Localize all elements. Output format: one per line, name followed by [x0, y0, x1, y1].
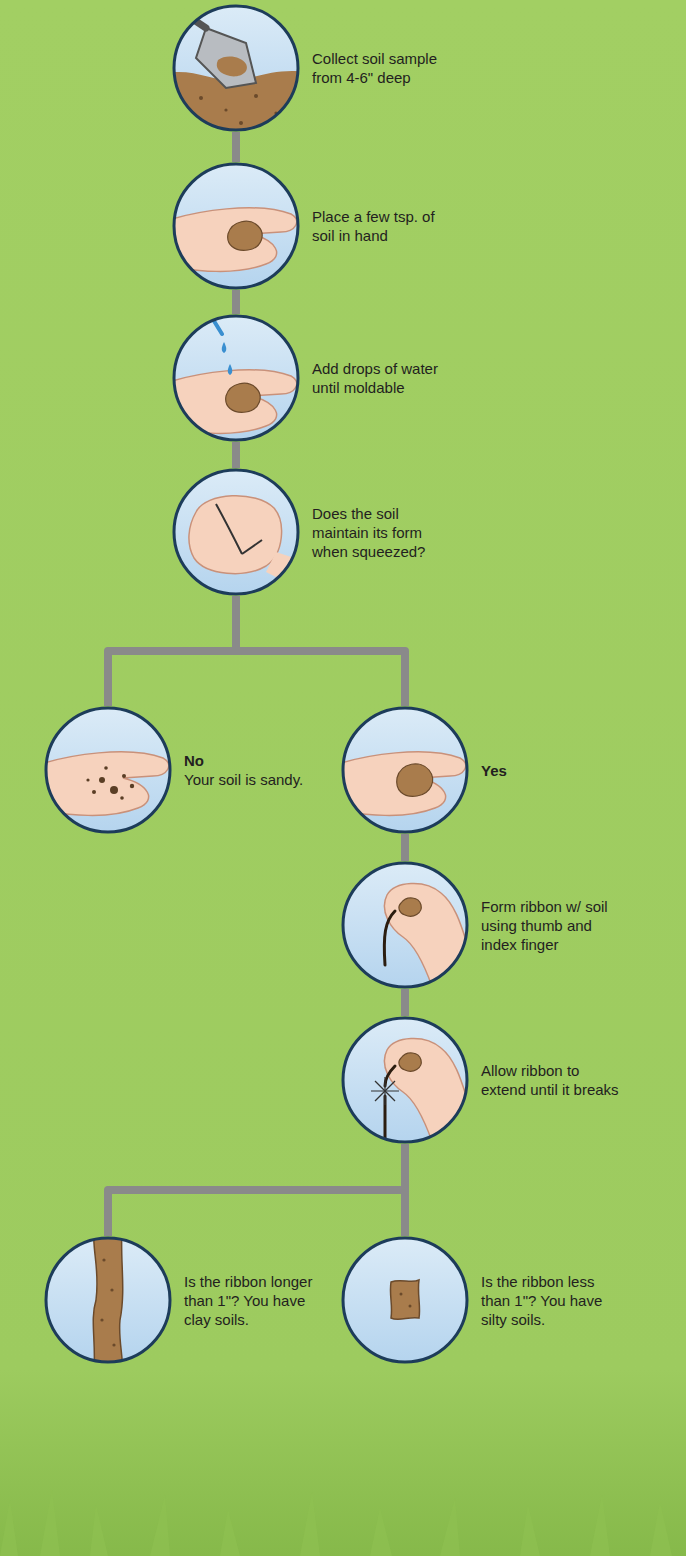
flow-connector	[236, 290, 237, 314]
step-text-block: Place a few tsp. of soil in hand	[312, 207, 452, 245]
step-label: Does the soil maintain its form when squ…	[312, 504, 452, 561]
step-text-block: Is the ribbon less than 1"? You have sil…	[481, 1272, 621, 1329]
step-label: Is the ribbon less than 1"? You have sil…	[481, 1272, 621, 1329]
flow-connector	[108, 1144, 405, 1236]
step-label: Add drops of water until moldable	[312, 359, 452, 397]
step-circle: Is the ribbon longer than 1"? You have c…	[44, 1236, 172, 1364]
step-label: Allow ribbon to extend until it breaks	[481, 1061, 621, 1099]
step-circle: Form ribbon w/ soil using thumb and inde…	[341, 861, 469, 989]
step-text-block: Allow ribbon to extend until it breaks	[481, 1061, 621, 1099]
step-label: Collect soil sample from 4-6" deep	[312, 49, 452, 87]
step-circle: Add drops of water until moldable	[172, 314, 300, 442]
step-circle: NoYour soil is sandy.	[44, 706, 172, 834]
step-circle: Allow ribbon to extend until it breaks	[341, 1016, 469, 1144]
step-label: Form ribbon w/ soil using thumb and inde…	[481, 897, 621, 954]
step-text-block: Form ribbon w/ soil using thumb and inde…	[481, 897, 621, 954]
flow-connector	[405, 1144, 406, 1236]
step-circle: Collect soil sample from 4-6" deep	[172, 4, 300, 132]
flow-connector	[405, 834, 406, 861]
step-text-block: Does the soil maintain its form when squ…	[312, 504, 452, 561]
step-label: Place a few tsp. of soil in hand	[312, 207, 452, 245]
flow-connector	[236, 132, 237, 162]
step-text-block: NoYour soil is sandy.	[184, 751, 324, 789]
step-text-block: Add drops of water until moldable	[312, 359, 452, 397]
flow-connector	[236, 442, 237, 468]
flow-connector	[108, 596, 236, 706]
step-label: No	[184, 751, 324, 770]
step-circle: Place a few tsp. of soil in hand	[172, 162, 300, 290]
flow-connector	[236, 596, 405, 706]
step-text-block: Yes	[481, 761, 621, 780]
flow-connector	[405, 989, 406, 1016]
step-circle: Is the ribbon less than 1"? You have sil…	[341, 1236, 469, 1364]
step-label: Is the ribbon longer than 1"? You have c…	[184, 1272, 314, 1329]
step-text-block: Collect soil sample from 4-6" deep	[312, 49, 452, 87]
step-label: Your soil is sandy.	[184, 770, 324, 789]
step-label: Yes	[481, 761, 621, 780]
step-circle: Yes	[341, 706, 469, 834]
step-text-block: Is the ribbon longer than 1"? You have c…	[184, 1272, 314, 1329]
step-circle: Does the soil maintain its form when squ…	[172, 468, 300, 596]
